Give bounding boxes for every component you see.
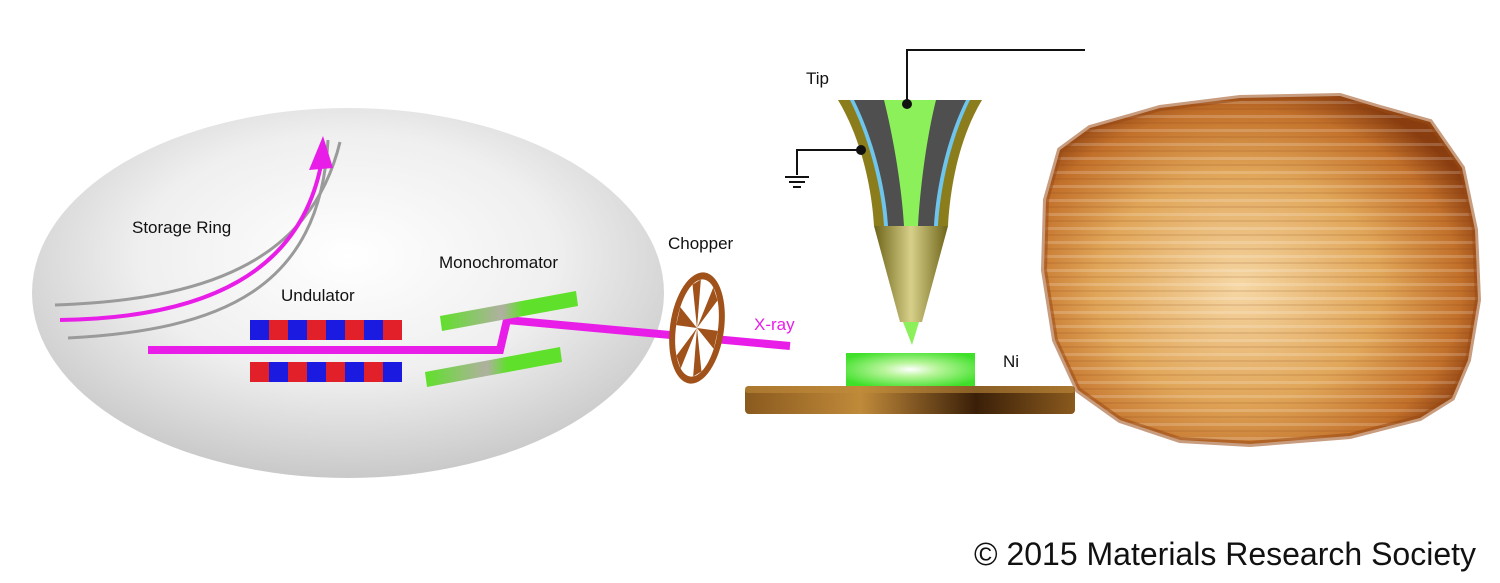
undulator-magnet-block [345, 362, 364, 382]
chopper-label: Chopper [668, 234, 734, 253]
undulator-magnet-block [250, 320, 269, 340]
chopper-blade [697, 328, 718, 349]
chopper-blade [692, 279, 701, 328]
ni-label: Ni [1003, 352, 1019, 371]
tip-green-core [884, 100, 936, 226]
tip-apex [903, 322, 919, 345]
undulator-magnet-block [345, 320, 364, 340]
undulator-magnet-block [269, 320, 288, 340]
tip-label: Tip [806, 69, 829, 88]
tip-signal-wire [906, 49, 1085, 103]
chopper-blade [697, 287, 718, 328]
undulator-magnet-block [326, 320, 345, 340]
undulator-magnet-block [307, 362, 326, 382]
undulator-magnet-block [326, 362, 345, 382]
storage-ring-body [32, 108, 664, 478]
undulator-magnet-block [364, 362, 383, 382]
undulator [250, 320, 402, 382]
tip-ground-wire [796, 149, 861, 175]
topography-image [1040, 92, 1482, 448]
undulator-magnet-block [288, 362, 307, 382]
electron-path-arrow [59, 164, 323, 322]
ground-icon [785, 176, 809, 188]
chopper-blade [676, 328, 697, 369]
undulator-magnet-block [288, 320, 307, 340]
copyright-notice: © 2015 Materials Research Society [973, 536, 1476, 572]
monochromator-crystal-lower [425, 347, 562, 387]
monochromator-crystal-upper [440, 291, 578, 331]
storage-ring-arc-inner [67, 139, 330, 340]
arrow-head-icon [309, 136, 333, 170]
chopper-blade [693, 328, 702, 377]
monochromator-label: Monochromator [439, 253, 558, 272]
undulator-magnet-block [269, 362, 288, 382]
substrate [745, 386, 1075, 414]
ni-sample [846, 353, 975, 386]
storage-ring-arc-outer [54, 141, 342, 307]
undulator-magnet-block [250, 362, 269, 382]
xray-beam [148, 315, 791, 354]
tip-ground-contact [856, 145, 866, 155]
undulator-label: Undulator [281, 286, 355, 305]
xray-label: X-ray [754, 315, 795, 334]
undulator-magnet-block [307, 320, 326, 340]
tip-lower-cone [874, 226, 948, 322]
storage-ring-label: Storage Ring [132, 218, 231, 237]
undulator-magnet-block [364, 320, 383, 340]
chopper-blade [676, 307, 697, 328]
undulator-magnet-block [383, 320, 402, 340]
undulator-magnet-block [383, 362, 402, 382]
chopper-wheel [669, 272, 725, 384]
tip-signal-contact [902, 99, 912, 109]
